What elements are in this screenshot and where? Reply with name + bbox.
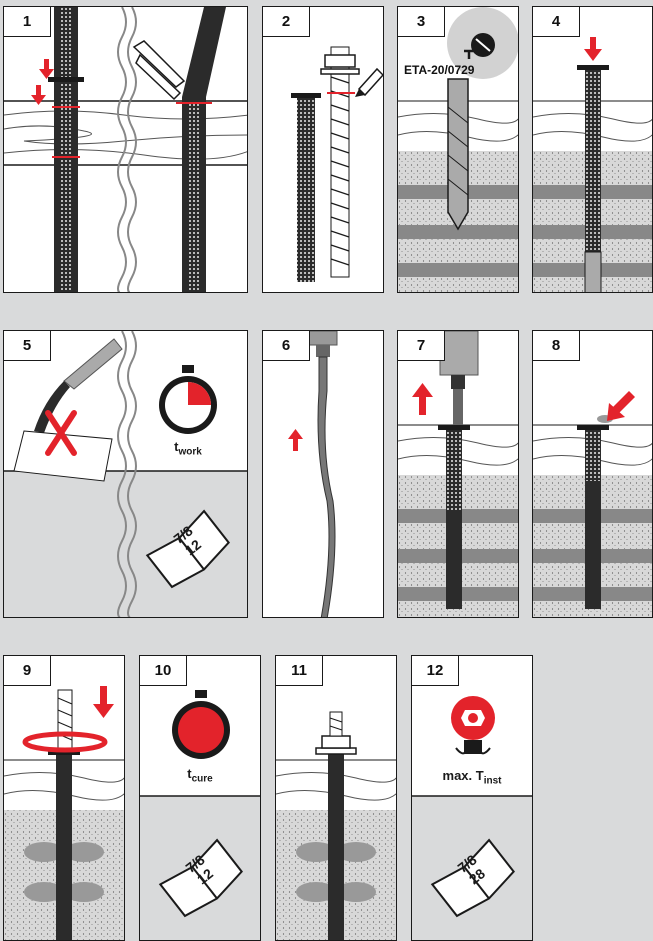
arrow-up-icon <box>412 383 433 415</box>
work-time-label: twork <box>127 439 248 458</box>
arrow-down-icon <box>93 686 114 718</box>
arrow-up-icon <box>288 429 303 451</box>
step-6-illustration <box>263 331 384 618</box>
step-number: 5 <box>4 331 51 361</box>
step-number: 4 <box>533 7 580 37</box>
step-8-panel: 8 <box>532 330 653 618</box>
step-number: 12 <box>412 656 459 686</box>
step-number: 1 <box>4 7 51 37</box>
step-6-panel: 6 <box>262 330 384 618</box>
step-5-illustration <box>4 331 248 618</box>
step-4-illustration <box>533 7 653 293</box>
step-1-panel: 1 <box>3 6 248 293</box>
stopwatch-icon <box>159 365 217 434</box>
step-number: 6 <box>263 331 310 361</box>
torque-wrench-icon <box>451 696 495 754</box>
arrow-down-icon <box>607 391 635 421</box>
step-number: 10 <box>140 656 187 686</box>
step-number: 2 <box>263 7 310 37</box>
step-7-panel: 7 <box>397 330 519 618</box>
step-3-panel: 3 ETA-20/0729 <box>397 6 519 293</box>
step-8-illustration <box>533 331 653 618</box>
stopwatch-icon <box>172 690 230 759</box>
step-2-panel: 2 <box>262 6 384 293</box>
step-1-illustration <box>4 7 248 293</box>
step-7-illustration <box>398 331 519 618</box>
torque-label: max. Tinst <box>412 768 532 787</box>
step-11-panel: 11 <box>275 655 397 941</box>
step-9-illustration <box>4 656 125 941</box>
step-number: 11 <box>276 656 323 686</box>
cure-time-label: tcure <box>140 766 260 785</box>
step-9-panel: 9 <box>3 655 125 941</box>
step-number: 8 <box>533 331 580 361</box>
step-number: 9 <box>4 656 51 686</box>
cutter-icon <box>134 41 184 99</box>
drill-icon <box>448 79 468 229</box>
step-11-illustration <box>276 656 397 941</box>
step-2-illustration <box>263 7 384 293</box>
step-number: 3 <box>398 7 445 37</box>
step-4-panel: 4 <box>532 6 653 293</box>
approval-label: ETA-20/0729 <box>404 63 474 77</box>
arrow-down-icon <box>584 37 602 61</box>
step-3-illustration <box>398 7 519 293</box>
step-number: 7 <box>398 331 445 361</box>
